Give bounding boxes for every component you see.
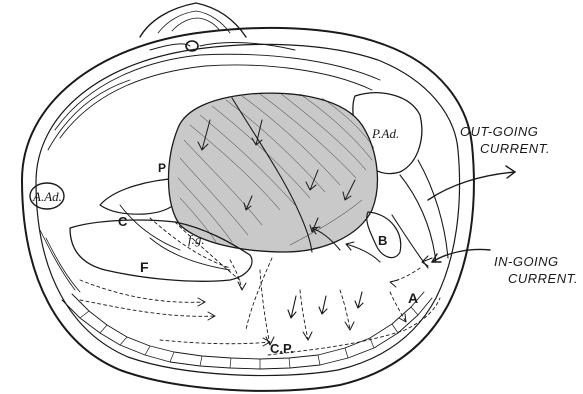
- umbo-ridges: [158, 11, 230, 33]
- label-posterior-adductor: P.Ad.: [371, 126, 399, 141]
- label-a: A: [408, 290, 418, 306]
- ingoing-current-label-1: IN-GOING: [494, 254, 559, 269]
- label-foot-gills: f.g.: [188, 232, 205, 247]
- outgoing-current-label-1: OUT-GOING: [460, 124, 538, 139]
- outgoing-current-label-2: CURRENT.: [480, 141, 550, 156]
- label-b: B: [378, 233, 387, 248]
- label-palp: P: [158, 161, 166, 175]
- label-cp: C.P.: [270, 341, 294, 356]
- ingoing-current-arrow: [432, 250, 490, 263]
- current-arrowheads: [198, 280, 406, 346]
- label-anterior-adductor: A.Ad.: [32, 189, 62, 204]
- label-foot: F: [140, 259, 149, 275]
- umbo: [140, 3, 246, 37]
- ventral-arrows: [288, 256, 432, 318]
- outgoing-current-arrow: [428, 172, 515, 200]
- label-c: C: [118, 214, 128, 229]
- ingoing-current-label-2: CURRENT.: [508, 271, 578, 286]
- anterior-ridge-lines: [40, 230, 80, 292]
- mantle-edge-scallops: [62, 292, 432, 369]
